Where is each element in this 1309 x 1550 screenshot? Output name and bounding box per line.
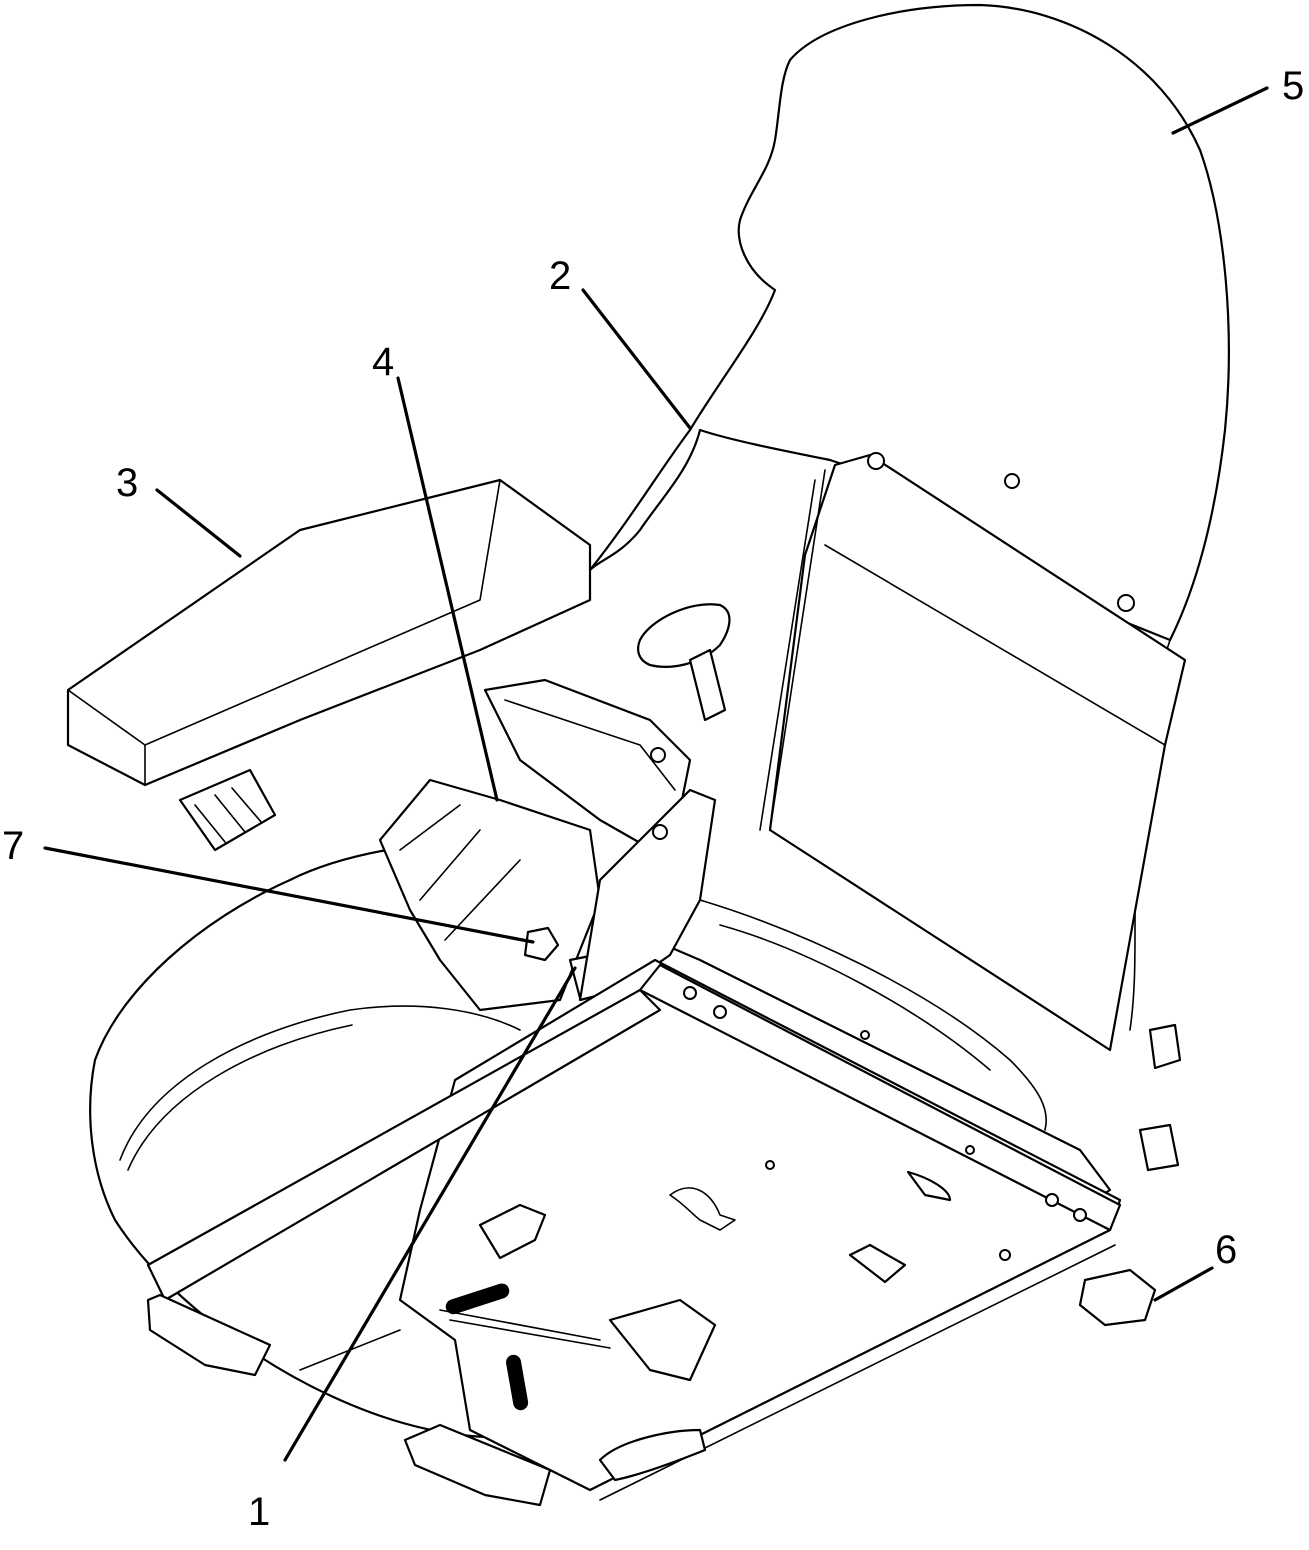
callout-2: 2 bbox=[549, 254, 571, 298]
plate-hole-4 bbox=[1073, 1208, 1087, 1222]
rear-fitting bbox=[1078, 1268, 1157, 1327]
base-plate-slot-1 bbox=[669, 1187, 736, 1231]
return-spring-1 bbox=[445, 1283, 510, 1315]
leader-5 bbox=[1171, 86, 1269, 135]
slider-bracket bbox=[608, 1298, 717, 1382]
frame-bolt-1 bbox=[650, 747, 666, 763]
base-plate-side-rail bbox=[638, 963, 1122, 1232]
base-plate bbox=[398, 958, 1122, 1492]
return-spring-2 bbox=[506, 1354, 529, 1411]
plate-hole-3 bbox=[1045, 1193, 1059, 1207]
seat-cushion-seam bbox=[119, 1005, 521, 1161]
callout-7: 7 bbox=[2, 824, 24, 868]
armrest-bracket-slot bbox=[504, 699, 676, 791]
seat-cushion-groove-2 bbox=[719, 924, 991, 1071]
adjustment-knob bbox=[637, 603, 731, 668]
callout-6: 6 bbox=[1215, 1228, 1237, 1272]
rear-fitting-bolts-2 bbox=[1138, 1123, 1180, 1172]
side-frame bbox=[578, 788, 717, 1002]
base-plate-slot-2 bbox=[848, 1243, 907, 1284]
backrest-panel-band bbox=[824, 544, 1166, 746]
backrest-panel-edge bbox=[759, 469, 826, 831]
backrest-bolt-3 bbox=[1117, 594, 1135, 612]
plate-hole-7 bbox=[965, 1145, 975, 1155]
backrest-rear-panel bbox=[768, 453, 1187, 1052]
plate-hole-2 bbox=[713, 1005, 727, 1019]
leader-4 bbox=[396, 376, 499, 802]
leader-3 bbox=[155, 488, 242, 558]
leader-2 bbox=[581, 288, 692, 430]
leader-6 bbox=[1153, 1266, 1214, 1302]
callout-3: 3 bbox=[116, 461, 138, 505]
knob-stem bbox=[688, 648, 727, 722]
rear-fitting-bolts bbox=[1148, 1023, 1182, 1070]
lever-nut bbox=[523, 926, 560, 962]
slider-latch bbox=[478, 1203, 547, 1260]
plate-hole-6 bbox=[765, 1160, 775, 1170]
seat-cushion-groove bbox=[699, 899, 1047, 1131]
seat-cushion-seam-2 bbox=[127, 1024, 353, 1171]
backrest-bolt-1 bbox=[867, 452, 885, 470]
leader-1 bbox=[283, 966, 577, 1462]
front-foot-left bbox=[146, 1293, 272, 1377]
armrest-pad bbox=[66, 478, 592, 787]
base-plate-tab bbox=[906, 1170, 952, 1202]
base-plate-front-rail bbox=[146, 988, 662, 1302]
armrest-hinge-ribs bbox=[194, 787, 263, 843]
slide-pin bbox=[598, 1428, 707, 1482]
plate-hole-1 bbox=[683, 986, 697, 1000]
backrest-cushion bbox=[588, 3, 1230, 642]
plate-hole-5 bbox=[999, 1249, 1011, 1261]
callout-5: 5 bbox=[1282, 64, 1304, 108]
leader-7 bbox=[43, 846, 535, 944]
frame-bolt-2 bbox=[652, 824, 668, 840]
callout-4: 4 bbox=[372, 340, 394, 384]
armrest-pad-top-edge bbox=[67, 479, 501, 746]
front-foot-right bbox=[403, 1423, 552, 1507]
backrest-bolt-2 bbox=[1004, 473, 1020, 489]
plate-hole-8 bbox=[860, 1030, 870, 1040]
callout-1: 1 bbox=[248, 1490, 270, 1534]
